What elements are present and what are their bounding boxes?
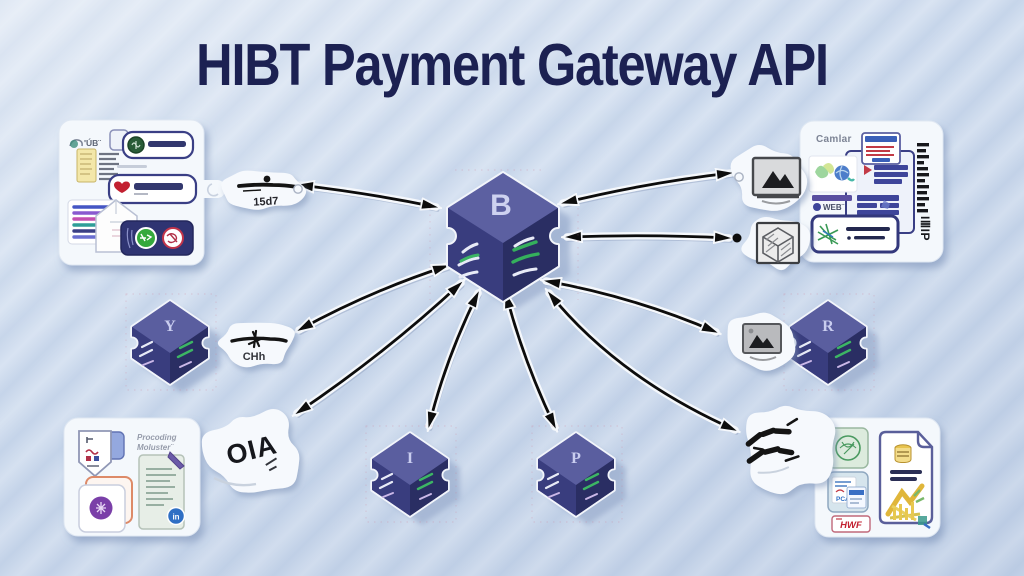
svg-text:Moluster¨: Moluster¨ (137, 443, 174, 452)
svg-text:PCA: PCA (836, 496, 850, 503)
svg-text:Procoding: Procoding (137, 433, 177, 442)
svg-text:WEB¨: WEB¨ (823, 203, 845, 212)
svg-text:Y: Y (164, 318, 176, 335)
svg-text:in: in (172, 513, 179, 522)
svg-text:'ÚB¨: 'ÚB¨ (84, 137, 101, 148)
svg-text:I: I (407, 450, 413, 467)
svg-text:R: R (822, 318, 834, 335)
svg-text:P: P (571, 450, 581, 467)
svg-text:B: B (490, 189, 512, 222)
svg-text:CHh: CHh (243, 351, 266, 363)
svg-text:Camlar: Camlar (816, 134, 852, 145)
svg-text:15d7: 15d7 (253, 195, 279, 208)
svg-text:IⅢIP: IⅢIP (918, 216, 932, 241)
svg-text:HWF: HWF (840, 520, 862, 531)
